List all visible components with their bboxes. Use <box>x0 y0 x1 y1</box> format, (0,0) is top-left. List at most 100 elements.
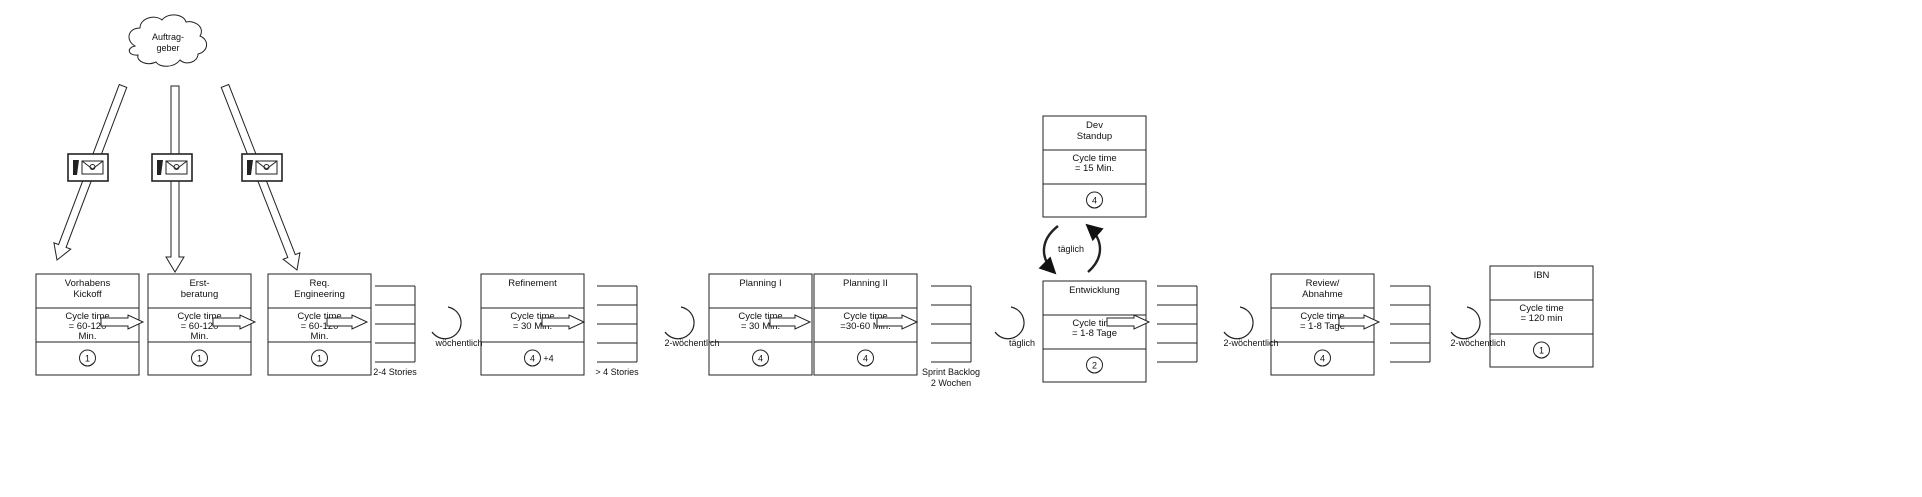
operator-count: 4 <box>530 354 535 364</box>
cycle-time-text: Cycle time <box>1300 311 1344 322</box>
cycle-time-text: = 15 Min. <box>1075 163 1114 174</box>
standup-loop: täglich <box>1038 223 1104 275</box>
operator-icon-base <box>1316 362 1329 367</box>
cycle-time-text: Min. <box>311 331 329 342</box>
operator-icon <box>79 349 96 367</box>
inventory-label: 2-4 Stories <box>373 367 417 377</box>
operator-count: 1 <box>85 354 90 364</box>
operator-count: 1 <box>1539 346 1544 356</box>
operator-icon <box>1086 191 1103 209</box>
cycle-time-text: Cycle time <box>177 311 221 322</box>
push-arrow-1 <box>100 314 145 330</box>
inventory-stack-1: 2-4 Stories <box>373 285 417 377</box>
push-arrow-4 <box>541 314 586 330</box>
process-title: Planning II <box>843 278 888 289</box>
process-title: IBN <box>1534 270 1550 281</box>
operator-count: 4 <box>1320 354 1325 364</box>
customer-text-2: geber <box>156 43 179 53</box>
inventory-stack-2: > 4 Stories <box>595 285 639 377</box>
process-title: Erst- <box>189 278 209 289</box>
operator-count: 4 <box>1092 196 1097 206</box>
cycle-time-text: =30-60 Min. <box>840 321 890 332</box>
process-title: Req. <box>309 278 329 289</box>
phone-shape <box>247 160 253 175</box>
cycle-time-text: Cycle time <box>738 311 782 322</box>
cycle-time-text: = 1-8 Tage <box>1300 321 1345 332</box>
process-title: Vorhabens <box>65 278 111 289</box>
phone-shape <box>73 160 79 175</box>
loop-arrow-up <box>1085 223 1104 273</box>
phone-shape <box>157 160 163 175</box>
customer-text-1: Auftrag- <box>152 32 184 42</box>
inventory-stack-4 <box>1157 285 1198 363</box>
process-title: Entwicklung <box>1069 285 1120 296</box>
cycle-arrow-icon: 2-wöchentlich <box>1450 306 1506 348</box>
inventory-label: > 4 Stories <box>595 367 639 377</box>
operator-icon-base <box>193 362 206 367</box>
cloud-shape <box>128 14 207 67</box>
cycle-time-text: Cycle time <box>1072 318 1116 329</box>
operator-icon-base <box>1535 354 1548 359</box>
operator-icon-base <box>1088 204 1101 209</box>
at-sign <box>173 164 180 170</box>
operator-icon <box>311 349 328 367</box>
cycle-time-text: = 60-120 <box>181 321 219 332</box>
process-title: Abnahme <box>1302 289 1343 300</box>
at-sign <box>263 164 270 170</box>
operator-icon <box>1314 349 1331 367</box>
process-title: Standup <box>1077 131 1112 142</box>
push-arrow-7 <box>1106 314 1151 330</box>
cycle-time-text: Cycle time <box>510 311 554 322</box>
phone-mail-icon <box>67 153 109 182</box>
process-title: Kickoff <box>73 289 102 300</box>
push-arrow-5 <box>769 314 812 330</box>
envelope-shape <box>81 160 104 175</box>
loop-label: täglich <box>1058 244 1084 254</box>
operator-icon <box>1086 356 1103 374</box>
cycle-time-text: Cycle time <box>297 311 341 322</box>
customer-cloud: Auftrag-geber <box>128 14 207 67</box>
push-arrow-3 <box>326 314 369 330</box>
cycle-label: 2-wöchentlich <box>1450 338 1505 348</box>
cycle-time-text: Min. <box>191 331 209 342</box>
phone-mail-icon <box>151 153 193 182</box>
cycle-time-text: Min. <box>79 331 97 342</box>
operator-icon <box>524 349 541 367</box>
cycle-arrow-icon: 2-wöchentlich <box>664 306 720 348</box>
inventory-label: Sprint Backlog <box>922 367 980 377</box>
inventory-label: 2 Wochen <box>931 378 971 388</box>
cycle-time-text: = 60-120 <box>301 321 339 332</box>
cycle-label: täglich <box>1009 338 1035 348</box>
cycle-label: wöchentlich <box>434 338 482 348</box>
process-title: Dev <box>1086 120 1103 131</box>
cycle-arrow-icon: täglich <box>994 306 1035 348</box>
cycle-label: 2-wöchentlich <box>1223 338 1278 348</box>
cycle-time-text: = 1-8 Tage <box>1072 328 1117 339</box>
cycle-label: 2-wöchentlich <box>664 338 719 348</box>
cycle-time-text: Cycle time <box>65 311 109 322</box>
cycle-arrow-icon: wöchentlich <box>431 306 483 348</box>
cycle-arrow-path <box>1450 306 1481 340</box>
inventory-stack-5 <box>1390 285 1431 363</box>
at-sign <box>89 164 96 170</box>
operator-count: 4 <box>863 354 868 364</box>
operator-count: 1 <box>317 354 322 364</box>
operator-icon-base <box>754 362 767 367</box>
operator-count: 2 <box>1092 361 1097 371</box>
cycle-time-text: = 60-120 <box>69 321 107 332</box>
envelope-shape <box>255 160 278 175</box>
process-title: Refinement <box>508 278 557 289</box>
operator-count: 1 <box>197 354 202 364</box>
push-arrow-2 <box>212 314 257 330</box>
cycle-time-text: = 30 Min. <box>741 321 780 332</box>
cycle-time-text: Cycle time <box>1519 303 1563 314</box>
cycle-time-text: Cycle time <box>1072 153 1116 164</box>
operator-icon-base <box>313 362 326 367</box>
phone-mail-icon <box>241 153 283 182</box>
